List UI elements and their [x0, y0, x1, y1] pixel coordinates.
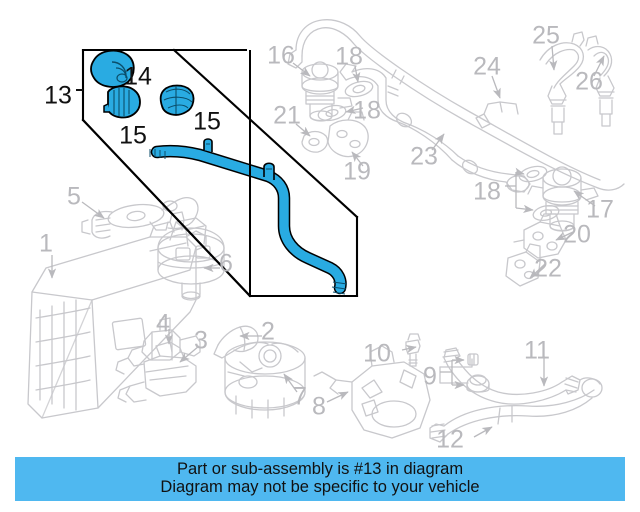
label-16: 16	[267, 42, 295, 70]
part-3-bracket	[117, 341, 197, 403]
part-10-sensor	[405, 333, 421, 367]
part-15-clip-left	[103, 85, 141, 119]
leader-25	[549, 45, 558, 71]
leader-16	[292, 62, 311, 77]
callout-15-left: 15	[119, 122, 147, 150]
part-25-oxygen-sensor	[539, 31, 585, 135]
part-8-bracket-plate	[313, 345, 431, 439]
label-18-mid: 18	[353, 97, 381, 125]
leader-8	[326, 391, 349, 403]
part-11-hose	[442, 347, 603, 405]
label-19: 19	[343, 158, 371, 186]
banner-line-2: Diagram may not be specific to your vehi…	[160, 478, 480, 496]
leader-10	[401, 344, 417, 354]
part-4-valve	[115, 317, 201, 375]
label-3: 3	[194, 327, 208, 355]
part-2-hose-elbow	[213, 325, 259, 359]
part-26-oxygen-sensor	[585, 35, 615, 127]
part-24-long-tube	[287, 19, 625, 191]
label-11: 11	[524, 337, 550, 365]
label-26: 26	[575, 68, 603, 96]
label-4: 4	[156, 310, 170, 338]
part-13-hose	[149, 138, 348, 295]
label-25: 25	[532, 22, 560, 50]
leader-7	[283, 373, 298, 393]
label-2: 2	[261, 318, 275, 346]
label-22: 22	[534, 255, 562, 283]
label-1: 1	[39, 230, 53, 258]
label-24: 24	[473, 53, 501, 81]
leader-5	[81, 201, 105, 219]
label-17: 17	[586, 196, 614, 224]
leader-26	[593, 55, 605, 77]
label-9: 9	[423, 363, 437, 391]
part-19-gasket	[327, 111, 369, 158]
part-12-hose	[429, 389, 595, 443]
label-6: 6	[219, 250, 233, 278]
label-12: 12	[436, 426, 464, 454]
callout-14: 14	[124, 63, 152, 91]
leader-18-top	[352, 65, 361, 83]
leader-18-mid	[345, 105, 364, 114]
label-20: 20	[563, 221, 591, 249]
label-13: 13	[44, 82, 72, 110]
leader-19	[351, 151, 364, 167]
part-13-clip-2	[263, 162, 275, 180]
label-5: 5	[67, 183, 81, 211]
label-21: 21	[273, 102, 301, 130]
leader-17	[573, 190, 596, 207]
part-21-gasket	[301, 130, 329, 153]
label-18-right: 18	[473, 178, 501, 206]
part-7-air-pump	[224, 341, 306, 419]
leader-22	[529, 263, 546, 279]
leader-20	[555, 231, 574, 241]
part-14-grommet	[90, 49, 135, 88]
label-7: 7	[293, 383, 307, 411]
info-banner: Part or sub-assembly is #13 in diagram D…	[15, 457, 625, 501]
label-10: 10	[363, 340, 391, 368]
part-23-egr-tube	[339, 63, 531, 193]
part-15-clip-right	[159, 84, 195, 116]
part-13-clip-1	[203, 138, 213, 152]
leader-12	[473, 426, 493, 438]
banner-line-1: Part or sub-assembly is #13 in diagram	[176, 460, 464, 479]
leader-24	[491, 75, 501, 99]
label-18-top: 18	[335, 43, 363, 71]
leader-23	[431, 133, 445, 151]
callout-15-right: 15	[193, 108, 221, 136]
leader-21	[295, 123, 311, 137]
label-8: 8	[312, 393, 326, 421]
leader-3	[179, 345, 200, 363]
part-20-bracket	[513, 213, 567, 259]
label-23: 23	[410, 143, 438, 171]
